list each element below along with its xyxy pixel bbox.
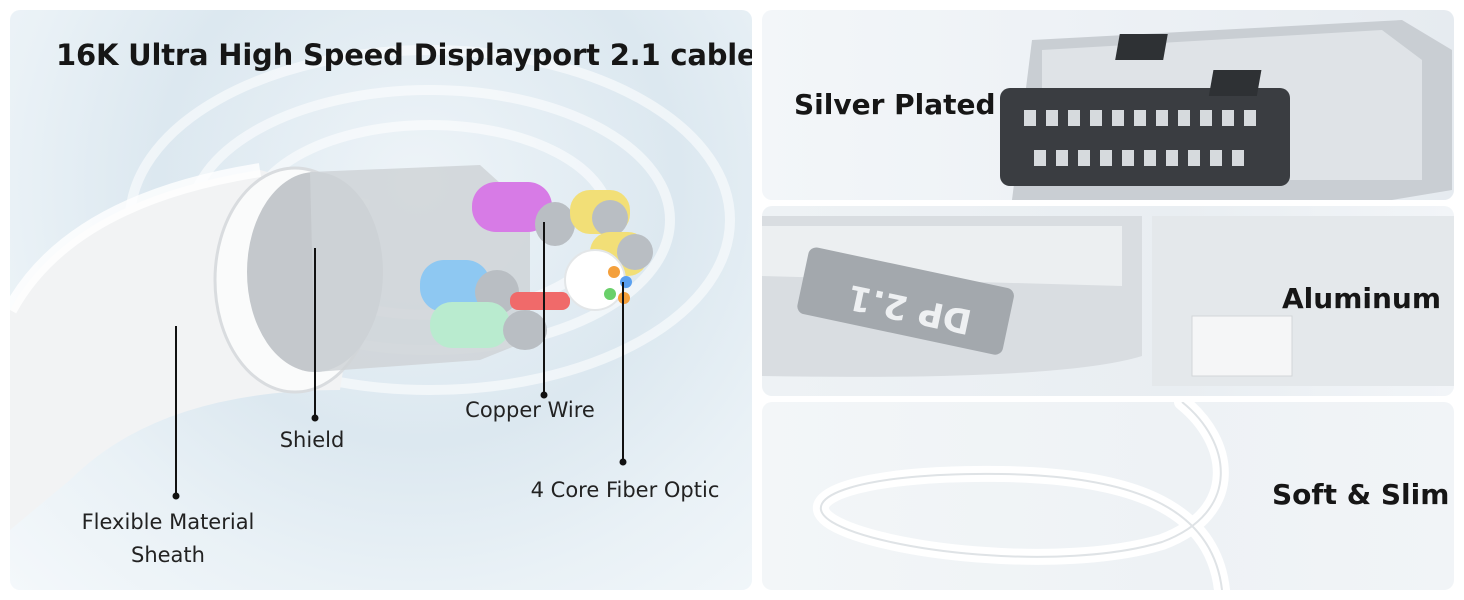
page-title: 16K Ultra High Speed Displayport 2.1 cab… <box>56 38 752 72</box>
sheath-label-line2: Sheath <box>131 543 205 567</box>
connector-badge <box>797 247 1014 355</box>
sheath-label-line1: Flexible Material <box>81 510 255 534</box>
aluminum-label: Aluminum <box>1282 282 1442 315</box>
fiber-optic-bundle <box>564 249 632 311</box>
coiled-cable-illustration <box>812 402 1230 590</box>
connector-illustration <box>1000 20 1452 200</box>
fiber-optic-label: 4 Core Fiber Optic <box>530 478 720 502</box>
connector-port <box>1000 88 1290 186</box>
copper-wires <box>420 182 653 350</box>
copper-wire-label: Copper Wire <box>465 398 595 422</box>
sheath-label: Flexible Material Sheath <box>78 506 258 572</box>
callout-lines <box>175 222 624 496</box>
cable-structure-panel: 16K Ultra High Speed Displayport 2.1 cab… <box>10 10 752 590</box>
shield-label: Shield <box>279 428 345 452</box>
aluminum-illustration: DP 2.1 <box>762 216 1454 386</box>
callout-dots <box>172 391 627 500</box>
connector-pins <box>1024 110 1256 166</box>
cable-illustration <box>10 45 735 530</box>
aluminum-panel: DP 2.1 Aluminum <box>762 206 1454 396</box>
soft-slim-label: Soft & Slim <box>1272 478 1450 511</box>
silver-plated-panel: Silver Plated <box>762 10 1454 200</box>
soft-slim-panel: Soft & Slim <box>762 402 1454 590</box>
silver-plated-label: Silver Plated <box>794 88 996 121</box>
